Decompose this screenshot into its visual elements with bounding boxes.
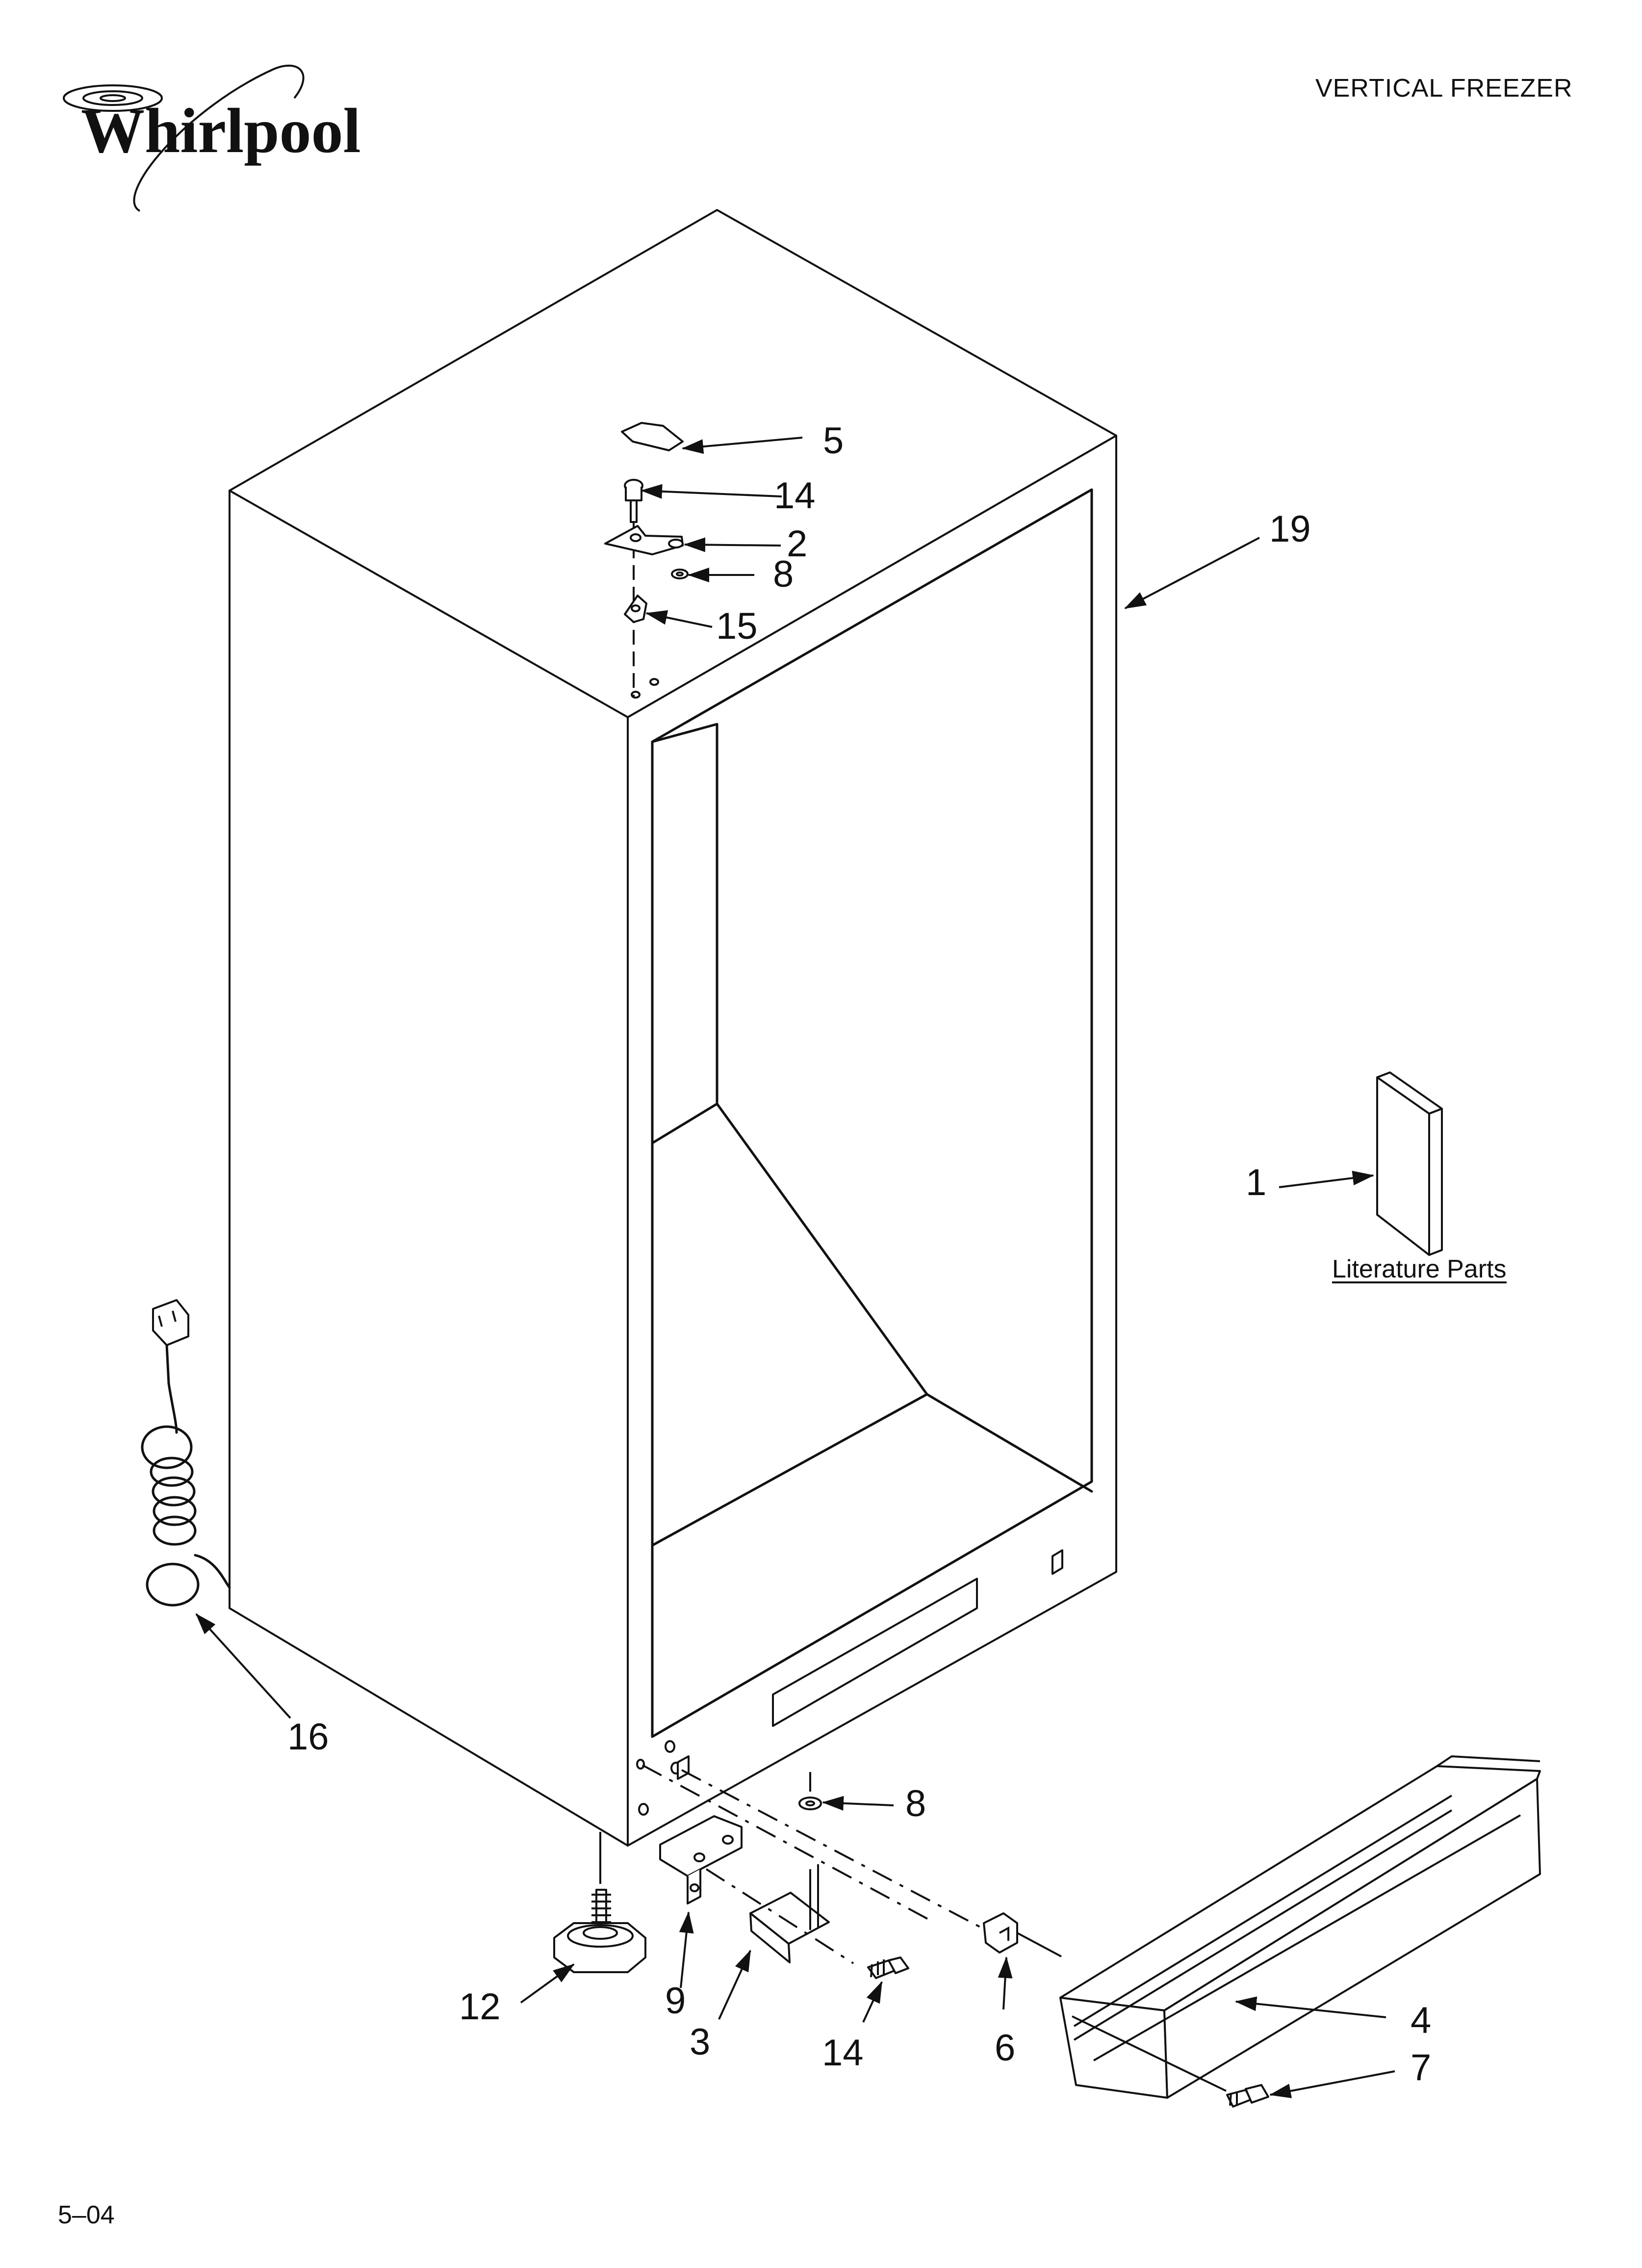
callout-16: 16 [287,1716,329,1758]
literature-parts-label: Literature Parts [1332,1255,1507,1283]
callout-4: 4 [1411,2000,1431,2041]
logo-wordmark: Whirlpool [81,96,361,166]
callout-2: 2 [787,523,807,565]
date-code: 5–04 [58,2201,115,2229]
washer-part-8-bottom [798,1772,822,1810]
callout-9: 9 [665,1980,686,2022]
toe-grille [1059,1755,1541,2099]
bottom-hinge-bracket [659,1815,743,1904]
callout-8-top: 8 [773,553,794,595]
callout-12: 12 [459,1986,501,2028]
callout-14-bottom: 14 [822,2032,864,2074]
power-cord [141,1299,231,1607]
whirlpool-logo: Whirlpool [63,64,361,212]
callout-leaders [195,437,1395,2098]
callout-19: 19 [1269,508,1311,550]
screw-part-14-bottom [867,1956,909,1979]
grille-clip [983,1912,1018,1954]
callout-7: 7 [1411,2047,1431,2088]
callout-8-bottom: 8 [905,1783,926,1825]
callout-15: 15 [716,605,758,647]
diagram-title: VERTICAL FREEZER [1315,74,1573,103]
leveling-leg [553,1832,646,1973]
screw-part-7 [1226,2084,1269,2108]
grille-support [749,1864,830,1963]
cabinet-assembly [229,209,1117,1847]
callout-1: 1 [1246,1162,1266,1203]
callout-5: 5 [823,420,844,462]
callout-6: 6 [995,2027,1015,2069]
assembly-lines [642,1764,1227,2092]
hinge-bracket-part-2 [604,525,684,555]
literature-book [1376,1071,1443,1256]
callout-14-top: 14 [774,475,816,517]
top-hinge-parts [604,422,689,697]
callout-3: 3 [690,2021,710,2063]
